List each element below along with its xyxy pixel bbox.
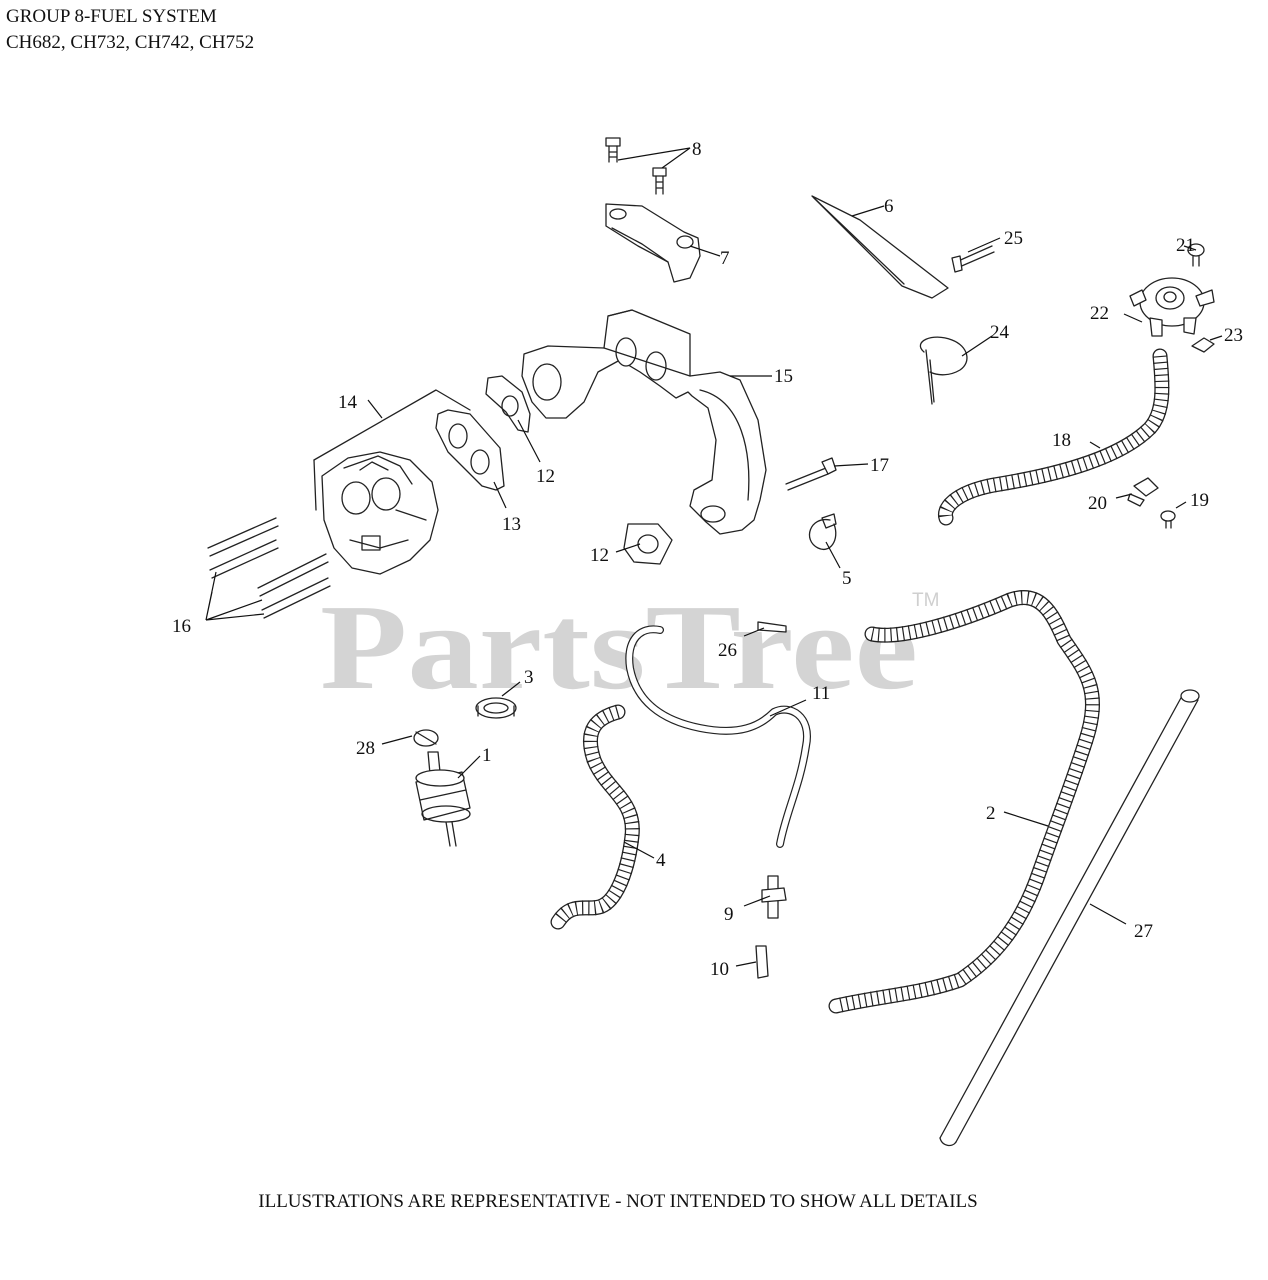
part-21-screw	[1187, 243, 1205, 267]
page-title: GROUP 8-FUEL SYSTEM	[6, 6, 217, 27]
callout-25: 25	[1004, 228, 1023, 249]
part-5-clamp	[808, 513, 837, 550]
part-8-bolts	[605, 137, 667, 195]
watermark-text: PartsTree	[320, 580, 918, 715]
disclaimer-footer: ILLUSTRATIONS ARE REPRESENTATIVE - NOT I…	[258, 1191, 978, 1212]
callout-26: 26	[718, 640, 737, 661]
part-9-valve	[761, 875, 787, 919]
callout-18: 18	[1052, 430, 1071, 451]
callout-24: 24	[990, 322, 1010, 343]
part-6-plate	[811, 195, 949, 299]
callout-17: 17	[870, 455, 889, 476]
callout-13: 13	[502, 514, 521, 535]
callout-9: 9	[724, 904, 734, 925]
part-17-bolt	[785, 457, 837, 491]
part-22-fuel-pump	[1129, 277, 1215, 337]
part-12-gasket-upper	[485, 375, 531, 433]
part-15-intake-manifold	[521, 309, 767, 535]
callout-8: 8	[692, 139, 702, 160]
callout-2: 2	[986, 803, 996, 824]
model-list: CH682, CH732, CH742, CH752	[6, 32, 255, 53]
part-10-connector	[755, 945, 769, 979]
callout-16: 16	[172, 616, 191, 637]
callout-3: 3	[524, 667, 534, 688]
callout-27: 27	[1134, 921, 1153, 942]
part-3-hose-clamp	[475, 697, 517, 719]
part-4-fuel-hose	[550, 704, 640, 930]
part-16-studs	[207, 517, 331, 619]
part-26-connector	[757, 621, 787, 633]
callout-28: 28	[356, 738, 375, 759]
watermark-trademark: TM	[912, 590, 939, 611]
callout-14: 14	[338, 392, 358, 413]
callout-4: 4	[656, 850, 666, 871]
callout-6: 6	[884, 196, 894, 217]
callout-labels: 8 7 6 25 24 21 22 23 15 14 12 13 12 17 5…	[172, 139, 1243, 980]
callout-20: 20	[1088, 493, 1107, 514]
callout-22: 22	[1090, 303, 1109, 324]
part-18-hose	[938, 348, 1170, 526]
callout-12a: 12	[536, 466, 555, 487]
callout-15: 15	[774, 366, 793, 387]
callout-5: 5	[842, 568, 852, 589]
part-23-nut	[1191, 337, 1215, 353]
callout-12b: 12	[590, 545, 609, 566]
callout-21: 21	[1176, 235, 1195, 256]
part-27-tube	[939, 689, 1200, 1147]
callout-7: 7	[720, 248, 730, 269]
part-20-clip	[1127, 477, 1159, 507]
leader-lines	[205, 147, 1223, 967]
part-25-screw	[951, 245, 995, 273]
part-2-fuel-hose	[828, 590, 1100, 1014]
part-7-bracket	[605, 203, 701, 283]
part-1-fuel-filter	[415, 751, 471, 847]
callout-23: 23	[1224, 325, 1243, 346]
part-13-spacer	[435, 409, 505, 491]
part-11-fuel-line	[625, 625, 811, 848]
part-28-clip	[413, 729, 439, 747]
callout-11: 11	[812, 683, 830, 704]
callout-19: 19	[1190, 490, 1209, 511]
part-12-gasket-lower	[623, 523, 673, 565]
part-14-carburetor	[313, 389, 471, 575]
part-19-screw	[1160, 510, 1176, 529]
callout-10: 10	[710, 959, 729, 980]
part-24-cable-tie	[919, 336, 968, 405]
callout-1: 1	[482, 745, 492, 766]
